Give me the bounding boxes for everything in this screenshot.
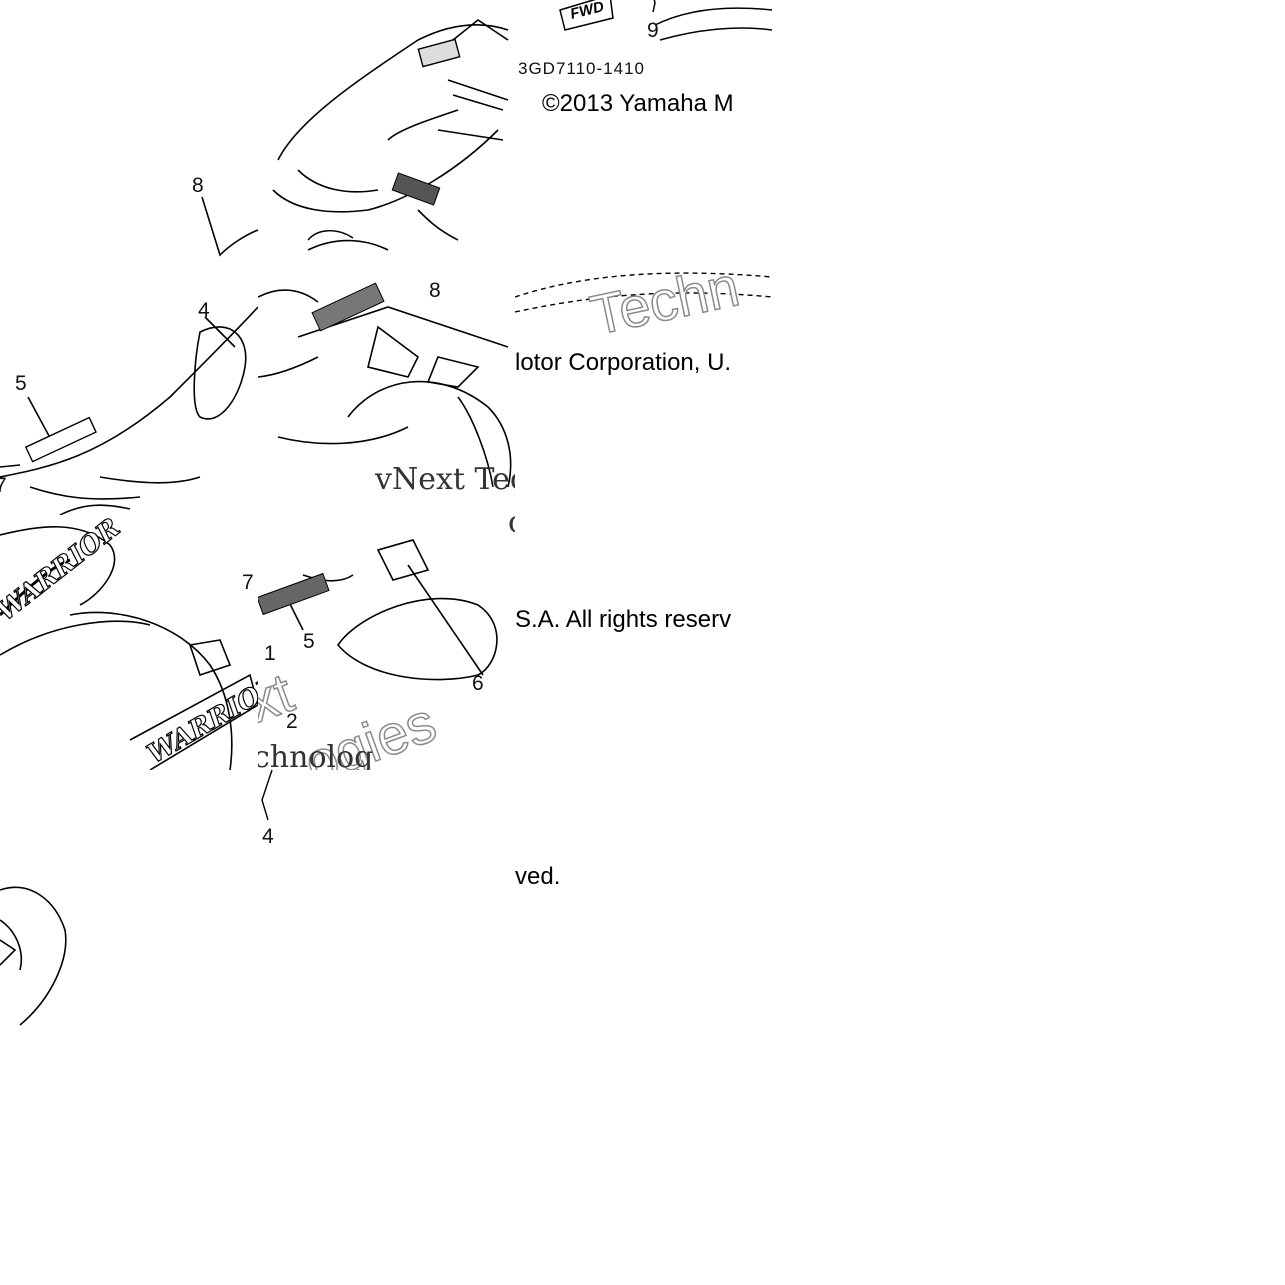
leader-line-4-bottom xyxy=(261,770,273,821)
callout-7: 7 xyxy=(242,571,254,594)
callout-9: 9 xyxy=(647,19,659,42)
fwd-label-drawing xyxy=(559,0,772,41)
copyright-line-2: lotor Corporation, U. xyxy=(515,349,732,376)
watermark-ologies-top: ologies xyxy=(508,515,515,540)
callout-8-top: 8 xyxy=(192,174,204,197)
part-code: 3GD7110-1410 xyxy=(518,59,645,78)
callout-8-center: 8 xyxy=(429,279,441,302)
copyright-line-4: ved. xyxy=(515,863,561,890)
diagram-tile-top-middle xyxy=(258,0,515,257)
watermark-serif-center: vNext Tec xyxy=(375,462,515,497)
diagram-tile-center: 8 vNext Tec xyxy=(258,257,515,515)
fragment-drawing xyxy=(0,886,67,1026)
callout-5-left: 5 xyxy=(15,372,27,395)
diagram-tile-bottom-left-lower xyxy=(0,880,80,1030)
front-cover-drawing xyxy=(258,539,498,681)
diagram-tile-bottom-center: 5 6 1 2 xt ogies chnolog ologies xyxy=(258,515,515,770)
copyright-line-3: S.A. All rights reserv xyxy=(515,606,732,633)
callout-4-left: 4 xyxy=(198,299,210,322)
callout-5-center: 5 xyxy=(303,630,315,653)
watermark-chnolog: chnolog xyxy=(258,740,374,770)
leader-line-8-top xyxy=(201,196,259,257)
diagram-tile-middle-left: 3 4 5 7 xyxy=(0,257,258,515)
callout-2: 2 xyxy=(286,710,298,733)
callout-1: 1 xyxy=(264,642,276,665)
diagram-tile-bottom-left: WARRIOR WARRIOR 7 xyxy=(0,515,258,770)
callout-6: 6 xyxy=(472,672,484,695)
diagram-tile-top-right: FWD 9 3GD7110-1410 ©2013 Yamaha M xyxy=(515,0,772,257)
seat-cover-drawing xyxy=(0,526,258,770)
copyright-line-1: ©2013 Yamaha M xyxy=(542,90,734,117)
tank-cover-drawing xyxy=(258,282,512,488)
diagram-tile-middle-right: Techn lotor Corporation, U. xyxy=(515,257,772,515)
callout-4-bottom: 4 xyxy=(262,825,274,848)
rear-fender-drawing xyxy=(272,19,509,251)
side-panel-drawing xyxy=(0,306,258,515)
front-fender-edge-drawing xyxy=(515,272,772,313)
callout-7-left-edge: 7 xyxy=(0,474,7,497)
